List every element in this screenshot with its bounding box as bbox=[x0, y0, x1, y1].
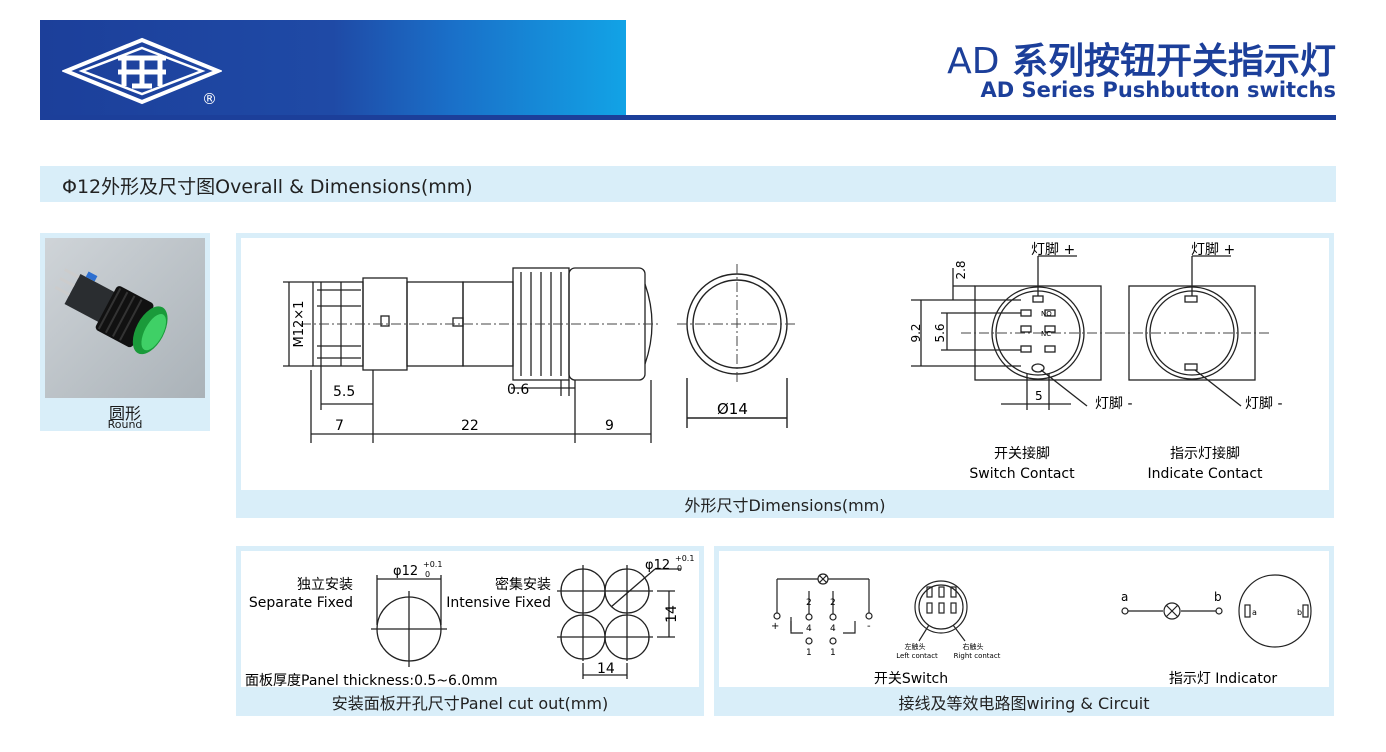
page-title: AD 系列按钮开关指示灯 bbox=[947, 32, 1336, 84]
dimensions-drawing: M12×1 5.5 0.6 7 22 9 Ø14 bbox=[283, 242, 1283, 482]
intensive-fixed-en: Intensive Fixed bbox=[446, 595, 551, 611]
switch-node-2-right: 2 bbox=[830, 598, 836, 608]
dim-0-6: 0.6 bbox=[507, 382, 529, 398]
cutout-tol-plus-right: +0.1 bbox=[675, 554, 694, 563]
cutout-dim-14-vertical: 14 bbox=[664, 605, 680, 623]
intensive-fixed-cn: 密集安装 bbox=[495, 576, 551, 593]
title-chinese: 系列按钮开关指示灯 bbox=[1011, 41, 1336, 82]
cutout-phi-left: φ12 bbox=[393, 564, 418, 579]
indicate-contact-cn: 指示灯接脚 bbox=[1170, 445, 1240, 462]
cutout-phi-right: φ12 bbox=[645, 558, 670, 573]
indicator-node-a: a bbox=[1121, 590, 1128, 604]
switch-node-2-left: 2 bbox=[806, 598, 812, 608]
left-contact-en: Left contact bbox=[896, 652, 938, 660]
cutout-panel bbox=[236, 546, 704, 692]
left-contact-cn: 左触头 bbox=[905, 642, 926, 651]
circuit-panel bbox=[714, 546, 1334, 692]
switch-node-4-left: 4 bbox=[806, 624, 812, 634]
pushbutton-image-icon bbox=[54, 268, 168, 355]
indicator-lamp-b: b bbox=[1297, 608, 1302, 617]
cutout-tol-zero-left: 0 bbox=[425, 570, 430, 579]
indicator-label: 指示灯 Indicator bbox=[1169, 671, 1278, 687]
company-logo-icon bbox=[62, 37, 222, 105]
indicate-contact-en: Indicate Contact bbox=[1147, 466, 1263, 482]
section-header: Φ12外形及尺寸图Overall & Dimensions(mm) bbox=[40, 166, 1336, 202]
separate-fixed-en: Separate Fixed bbox=[249, 595, 353, 611]
switch-node-4-right: 4 bbox=[830, 624, 836, 634]
circuit-drawing: 2 2 4 4 1 1 + - 左触头 Left contact 右触头 Rig… bbox=[771, 573, 1312, 687]
switch-lamp-plus: 灯脚 + bbox=[1031, 242, 1075, 258]
switch-contact-en: Switch Contact bbox=[969, 466, 1075, 482]
dim-2-8: 2.8 bbox=[954, 260, 968, 279]
switch-node-1-right: 1 bbox=[830, 648, 836, 658]
dim-7: 7 bbox=[335, 418, 344, 434]
cutout-tol-zero-right: 0 bbox=[677, 564, 682, 573]
cutout-dim-14-horizontal: 14 bbox=[597, 661, 615, 677]
product-photo bbox=[45, 238, 205, 398]
indicator-lamp-a: a bbox=[1252, 608, 1257, 617]
title-prefix: AD bbox=[947, 41, 1000, 82]
switch-minus: - bbox=[867, 621, 871, 632]
dim-22: 22 bbox=[461, 418, 479, 434]
circuit-caption: 接线及等效电路图wiring & Circuit bbox=[714, 692, 1334, 716]
dim-diameter: Ø14 bbox=[717, 400, 748, 418]
no-label: NO bbox=[1041, 310, 1052, 318]
section-title: Φ12外形及尺寸图Overall & Dimensions(mm) bbox=[62, 176, 473, 198]
panel-thickness: 面板厚度Panel thickness:0.5~6.0mm bbox=[245, 673, 498, 689]
registered-mark: ® bbox=[202, 90, 217, 108]
switch-lamp-minus: 灯脚 - bbox=[1095, 396, 1133, 412]
indicate-lamp-plus: 灯脚 + bbox=[1191, 242, 1235, 258]
switch-node-1-left: 1 bbox=[806, 648, 812, 658]
dim-9: 9 bbox=[605, 418, 614, 434]
switch-plus: + bbox=[771, 621, 779, 632]
right-contact-cn: 右触头 bbox=[963, 642, 984, 651]
product-shape-cn: 圆形 bbox=[108, 404, 141, 423]
switch-contact-cn: 开关接脚 bbox=[994, 445, 1050, 462]
dim-5-6: 5.6 bbox=[933, 323, 947, 342]
dim-9-2: 9.2 bbox=[909, 323, 923, 342]
header-underline bbox=[40, 115, 1336, 120]
dim-thread: M12×1 bbox=[292, 301, 307, 348]
cutout-drawing: 独立安装 Separate Fixed 密集安装 Intensive Fixed… bbox=[245, 554, 694, 689]
separate-fixed-cn: 独立安装 bbox=[297, 577, 353, 593]
nc-label: NC bbox=[1041, 330, 1051, 338]
dim-5: 5 bbox=[1035, 389, 1043, 403]
cutout-caption: 安装面板开孔尺寸Panel cut out(mm) bbox=[236, 692, 704, 716]
dim-5-5: 5.5 bbox=[333, 384, 355, 400]
dimensions-panel bbox=[236, 233, 1334, 495]
switch-label: 开关Switch bbox=[874, 671, 948, 687]
cutout-tol-plus-left: +0.1 bbox=[423, 560, 442, 569]
right-contact-en: Right contact bbox=[954, 652, 1001, 660]
product-shape-en: Round bbox=[107, 418, 143, 431]
page-subtitle: AD Series Pushbutton switchs bbox=[980, 78, 1336, 102]
indicate-lamp-minus: 灯脚 - bbox=[1245, 396, 1283, 412]
indicator-node-b: b bbox=[1214, 590, 1222, 604]
dimensions-caption: 外形尺寸Dimensions(mm) bbox=[236, 494, 1334, 518]
